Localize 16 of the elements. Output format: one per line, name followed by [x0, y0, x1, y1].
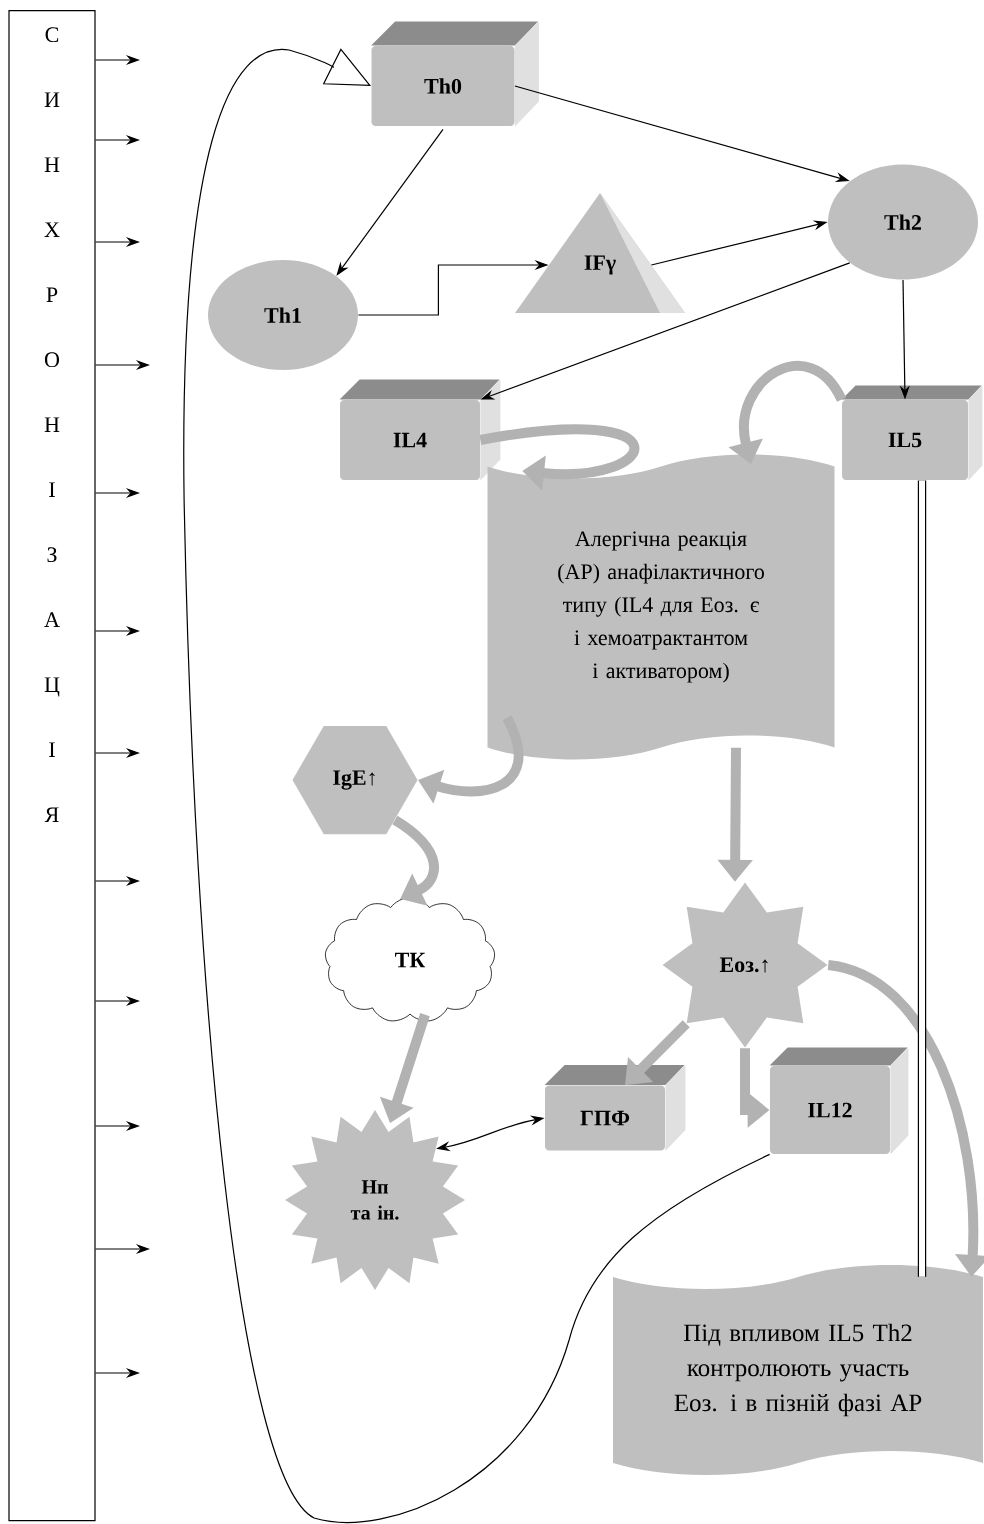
block-arrow: [625, 1020, 690, 1085]
arrow: [183, 48, 771, 1523]
cube-block: IL12: [769, 1047, 909, 1155]
pyramid-block: IFγ: [515, 193, 685, 313]
cube-block: IL4: [339, 379, 501, 481]
vertical-text-panel: С И Н Х Р О Н І З А Ц І Я: [8, 10, 96, 1522]
cube-block: Th0: [371, 21, 539, 127]
hexagon-block: IgE↑: [292, 725, 418, 835]
star-block: Еоз.↑: [662, 882, 828, 1048]
cube-block: IL5: [841, 385, 983, 481]
double-line: [917, 480, 927, 1277]
block-arrow: [392, 815, 439, 906]
cylinder-block: Th1: [208, 260, 358, 370]
cylinder-block: Th2: [828, 164, 978, 280]
cube-block: ГПФ: [544, 1065, 686, 1151]
block-arrow: [479, 424, 639, 491]
